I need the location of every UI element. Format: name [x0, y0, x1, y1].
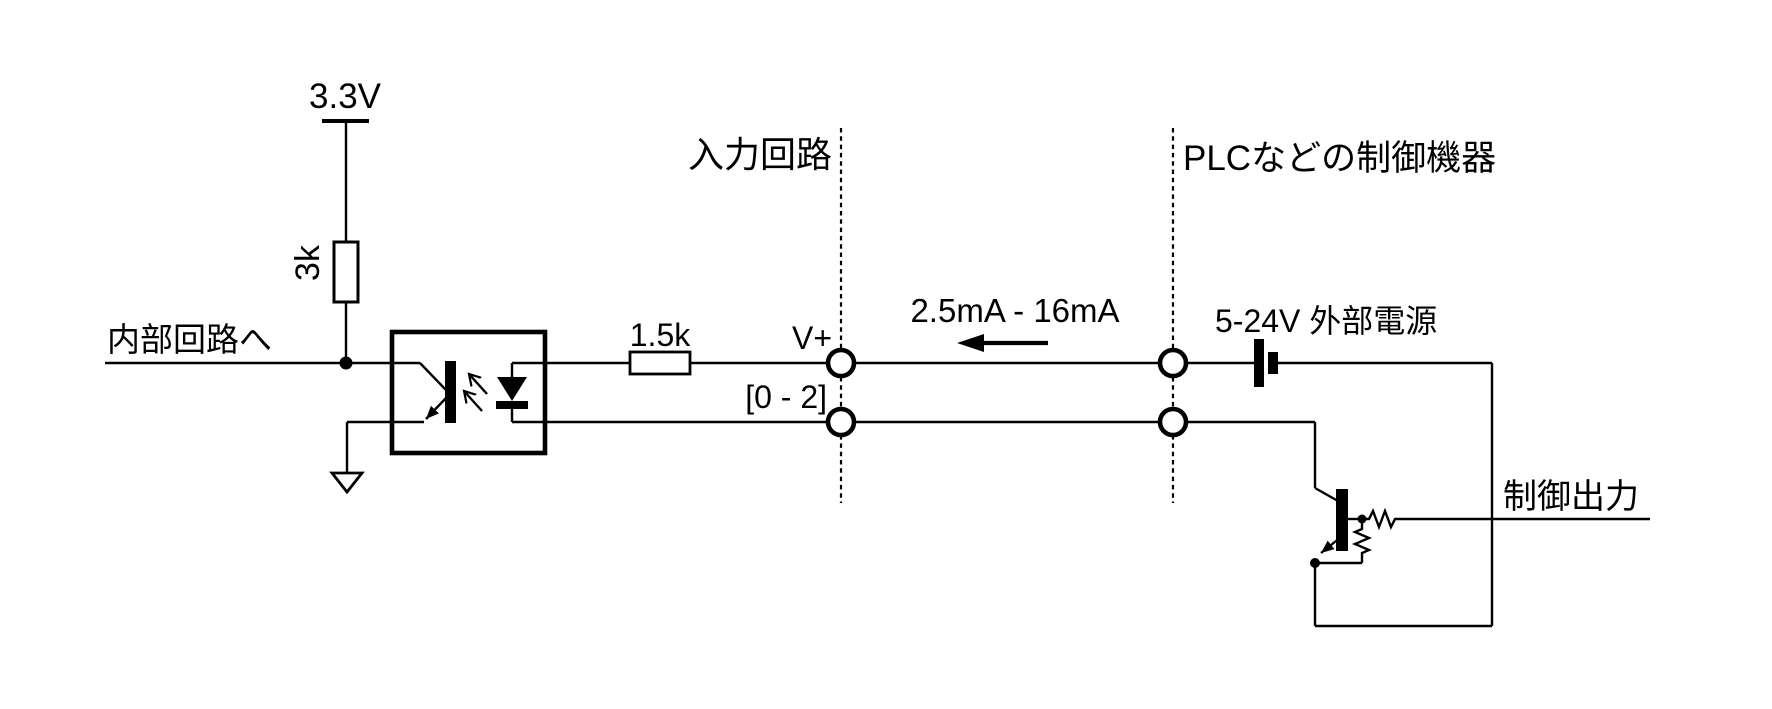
- phototransistor-collector: [419, 362, 447, 391]
- optocoupler-box: [389, 329, 548, 456]
- led-triangle: [497, 377, 527, 401]
- ground-triangle: [329, 471, 365, 495]
- transistor-collector: [1314, 486, 1339, 503]
- phototransistor-base-bar: [445, 361, 456, 423]
- base-series-resistor-symbol: [1362, 507, 1403, 531]
- series-resistor-label: 1.5k: [630, 317, 691, 353]
- transistor-emitter-arrow: [1320, 536, 1342, 554]
- pullup-resistor-symbol: [332, 240, 360, 304]
- current-direction-arrow: [957, 334, 1048, 352]
- control-output-label: 制御出力: [1503, 478, 1639, 516]
- phototransistor-emitter-arrow: [425, 397, 447, 420]
- plc-section-label: PLCなどの制御機器: [1183, 139, 1496, 178]
- led-symbol: [496, 361, 545, 424]
- power-rail-symbol: [322, 119, 369, 242]
- base-emitter-resistor-symbol: [1351, 523, 1373, 563]
- light-arrows-icon: [464, 374, 488, 412]
- light-arrow-2: [464, 391, 483, 412]
- pullup-resistor-label: 3k: [289, 244, 327, 281]
- external-supply-label: 5-24V 外部電源: [1215, 303, 1437, 339]
- ground-symbol: [329, 422, 365, 495]
- terminal-circle-range: [825, 406, 857, 438]
- supply-voltage-label: 3.3V: [309, 77, 382, 116]
- optocoupler-symbol: [347, 329, 548, 456]
- terminal-vplus-label: V+: [792, 320, 832, 356]
- npn-transistor-symbol: [1314, 486, 1362, 554]
- input-circuit-section-label: 入力回路: [688, 134, 832, 175]
- current-arrow-head: [957, 334, 984, 352]
- terminal-circle-plc-bottom: [1157, 406, 1189, 438]
- terminal-range-label: [0 - 2]: [745, 379, 827, 415]
- junction-dot: [339, 356, 353, 370]
- terminal-circle-plc-top: [1157, 347, 1189, 379]
- battery-long-plate: [1254, 339, 1264, 387]
- light-arrow-1: [469, 374, 488, 395]
- series-resistor-symbol: [628, 350, 692, 376]
- battery-symbol: [1254, 339, 1278, 387]
- current-range-label: 2.5mA - 16mA: [910, 292, 1119, 329]
- transistor-base-bar: [1336, 489, 1348, 551]
- terminal-circle-vplus: [825, 347, 857, 379]
- led-cathode-bar: [496, 401, 528, 409]
- phototransistor-symbol: [347, 361, 456, 424]
- battery-short-plate: [1268, 352, 1278, 374]
- internal-circuit-label: 内部回路へ: [107, 321, 272, 358]
